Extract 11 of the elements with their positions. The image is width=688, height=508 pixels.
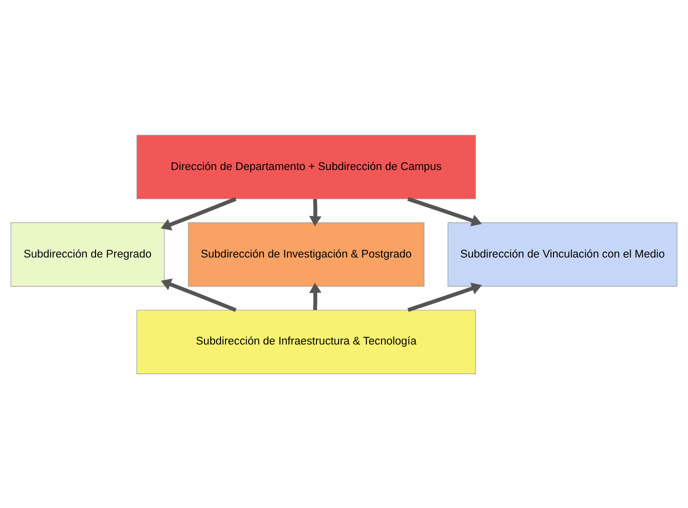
arrow <box>309 198 322 226</box>
node-box: Dirección de Departamento + Subdirección de Campus <box>136 134 476 199</box>
arrow <box>407 196 482 226</box>
node-box: Subdirección de Vinculación con el Medio <box>448 222 678 286</box>
arrow <box>407 282 482 312</box>
node-box: Subdirección de Pregrado <box>10 222 165 286</box>
arrow <box>309 282 322 310</box>
arrow <box>160 278 237 312</box>
node-box: Subdirección de Infraestructura & Tecnología <box>136 309 476 374</box>
node-box: Subdirección de Investigación & Postgrado <box>188 222 424 286</box>
arrow <box>160 196 237 230</box>
